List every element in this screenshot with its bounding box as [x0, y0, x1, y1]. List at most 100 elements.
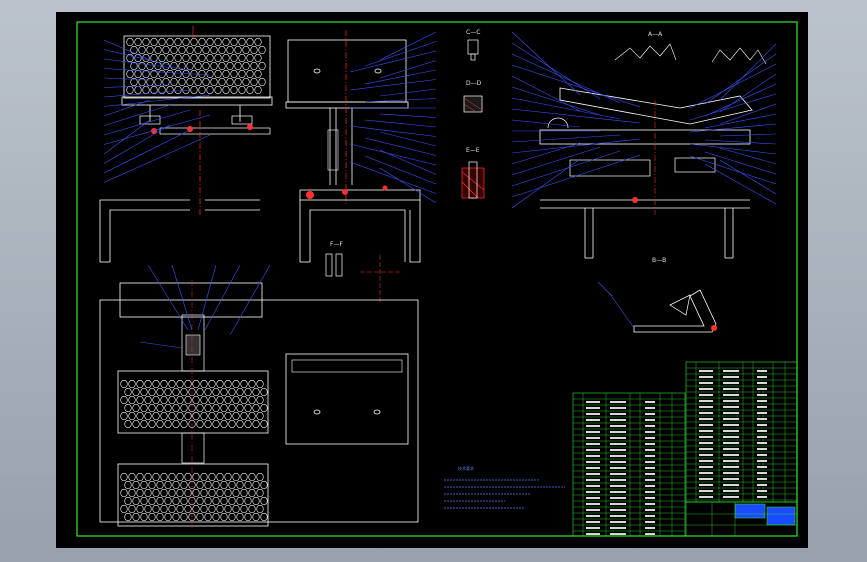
- roller: [164, 512, 172, 522]
- roller: [184, 504, 192, 514]
- cell-text-mark: [645, 407, 655, 409]
- roller: [160, 504, 168, 514]
- roller: [132, 403, 140, 413]
- roller: [164, 387, 172, 397]
- roller: [140, 419, 148, 429]
- roller: [256, 379, 264, 389]
- leader-line: [689, 143, 777, 155]
- cell-text-mark: [699, 442, 713, 444]
- roller: [242, 61, 250, 71]
- roller: [120, 411, 128, 421]
- roller: [200, 504, 208, 514]
- roller: [230, 69, 238, 79]
- roller: [184, 472, 192, 482]
- roller: [146, 45, 154, 55]
- roller: [184, 379, 192, 389]
- roller: [228, 387, 236, 397]
- roller: [156, 419, 164, 429]
- roller: [192, 411, 200, 421]
- roller: [228, 403, 236, 413]
- roller: [260, 419, 268, 429]
- roller: [232, 379, 240, 389]
- roller: [198, 69, 206, 79]
- roller: [260, 387, 268, 397]
- cell-text-mark: [699, 478, 713, 480]
- roller: [132, 496, 140, 506]
- section-label-c: C—C: [466, 29, 480, 36]
- roller: [260, 496, 268, 506]
- roller: [240, 504, 248, 514]
- cell-text-mark: [757, 370, 767, 372]
- cell-text-mark: [699, 448, 713, 450]
- roller: [178, 61, 186, 71]
- roller: [156, 480, 164, 490]
- cell-text-mark: [610, 479, 626, 481]
- section-label-f: F—F: [330, 241, 343, 248]
- roller: [148, 512, 156, 522]
- cell-text-mark: [586, 401, 600, 403]
- leader-line: [103, 124, 171, 164]
- cell-text-mark: [586, 509, 600, 511]
- roller: [164, 496, 172, 506]
- cell-text-mark: [645, 467, 655, 469]
- leader-line: [364, 137, 437, 156]
- roller: [126, 53, 134, 63]
- cell-text-mark: [586, 533, 600, 535]
- roller: [176, 504, 184, 514]
- roller: [208, 488, 216, 498]
- roller: [148, 387, 156, 397]
- cell-text-mark: [723, 376, 739, 378]
- roller: [206, 37, 214, 47]
- roller: [232, 472, 240, 482]
- roller: [210, 61, 218, 71]
- cell-text-mark: [699, 406, 713, 408]
- roller: [150, 37, 158, 47]
- roller: [170, 77, 178, 87]
- cell-text-mark: [645, 509, 655, 511]
- leader-line: [511, 134, 621, 143]
- part-leaders: [103, 31, 777, 349]
- section-label-d: D—D: [466, 80, 482, 87]
- roller: [258, 77, 266, 87]
- roller: [162, 61, 170, 71]
- roller: [168, 472, 176, 482]
- leader-line: [103, 134, 211, 183]
- roller: [158, 69, 166, 79]
- roller: [236, 496, 244, 506]
- roller: [146, 61, 154, 71]
- cell-text-mark: [610, 425, 626, 427]
- roller: [166, 85, 174, 95]
- cell-text-mark: [586, 437, 600, 439]
- cell-text-mark: [723, 424, 739, 426]
- roller: [152, 488, 160, 498]
- roller: [190, 85, 198, 95]
- roller: [190, 37, 198, 47]
- leader-line: [689, 63, 777, 109]
- roller: [148, 419, 156, 429]
- cell-text-mark: [645, 449, 655, 451]
- roller: [222, 69, 230, 79]
- roller: [150, 85, 158, 95]
- cell-text-mark: [723, 460, 739, 462]
- cell-text-mark: [723, 412, 739, 414]
- roller: [208, 379, 216, 389]
- leader-line: [364, 119, 437, 128]
- cell-text-mark: [645, 485, 655, 487]
- roller: [202, 77, 210, 87]
- roller: [156, 403, 164, 413]
- roller: [166, 69, 174, 79]
- roller: [128, 472, 136, 482]
- roller: [144, 472, 152, 482]
- leader-line: [103, 84, 171, 88]
- cell-text-mark: [645, 515, 655, 517]
- roller: [230, 85, 238, 95]
- cell-text-mark: [757, 466, 767, 468]
- roller: [176, 379, 184, 389]
- roller: [216, 395, 224, 405]
- roller: [214, 37, 222, 47]
- sheet-border: [76, 21, 798, 537]
- roller: [238, 53, 246, 63]
- roller: [248, 395, 256, 405]
- roller: [128, 488, 136, 498]
